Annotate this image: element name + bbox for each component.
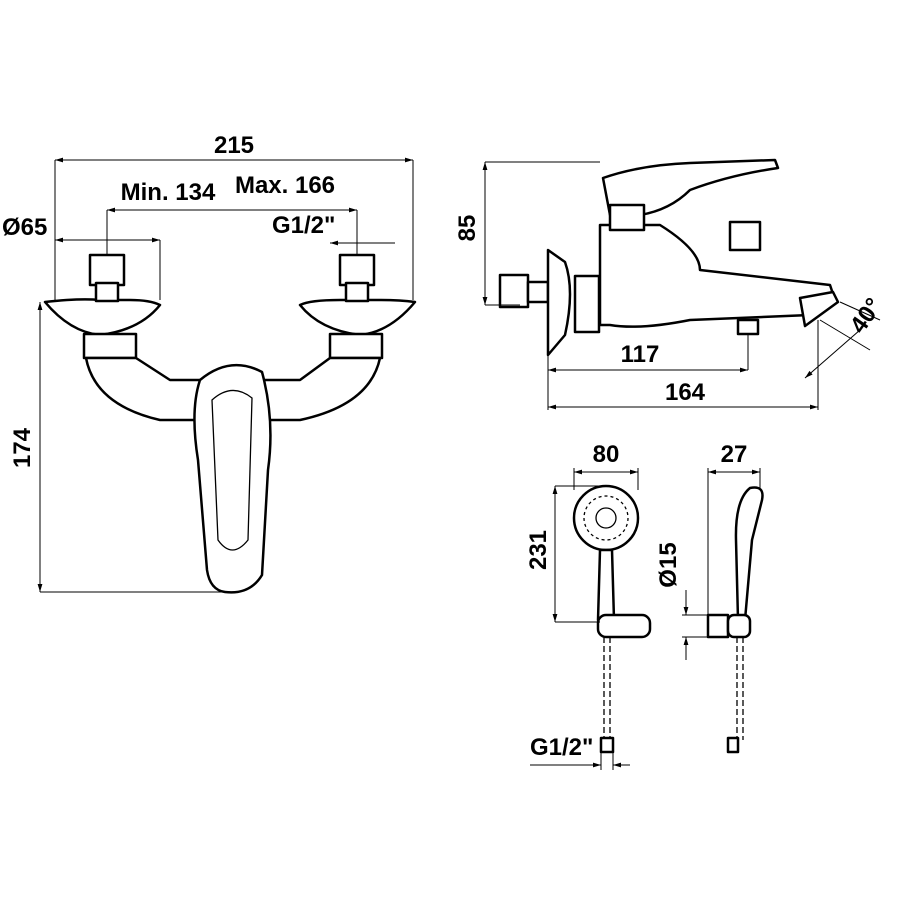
side-dimensions: 85 117 164 40° [454, 161, 888, 410]
front-dimensions: 215 Min. 134 Max. 166 Ø65 G1/2" 174 [2, 132, 414, 593]
side-view-mixer [498, 158, 840, 357]
dim-length: 231 [525, 530, 552, 570]
front-view-mixer [43, 253, 417, 594]
hand-shower-front [572, 484, 652, 754]
dim-spout-offset: 117 [621, 341, 660, 368]
dim-min-centers: Min. 134 [121, 179, 216, 206]
dim-depth-overall: 164 [665, 379, 706, 406]
dim-height: 174 [9, 427, 36, 468]
dim-side-height: 85 [454, 215, 481, 242]
hand-shower-side [706, 486, 764, 754]
dim-max-centers: Max. 166 [235, 172, 335, 199]
dim-hose-thread: G1/2" [530, 734, 593, 761]
hand-shower-front-dimensions: 80 231 G1/2" [525, 441, 639, 770]
hand-shower-side-dimensions: 27 Ø15 [655, 441, 761, 660]
dim-flange-diameter: Ø65 [2, 214, 47, 241]
dim-thread: G1/2" [272, 212, 335, 239]
dim-head-depth: 27 [721, 441, 748, 468]
dim-spout-angle: 40° [845, 293, 888, 338]
dim-holder-diameter: Ø15 [655, 542, 682, 587]
dim-width-overall: 215 [214, 132, 254, 159]
dim-head-width: 80 [593, 441, 620, 468]
